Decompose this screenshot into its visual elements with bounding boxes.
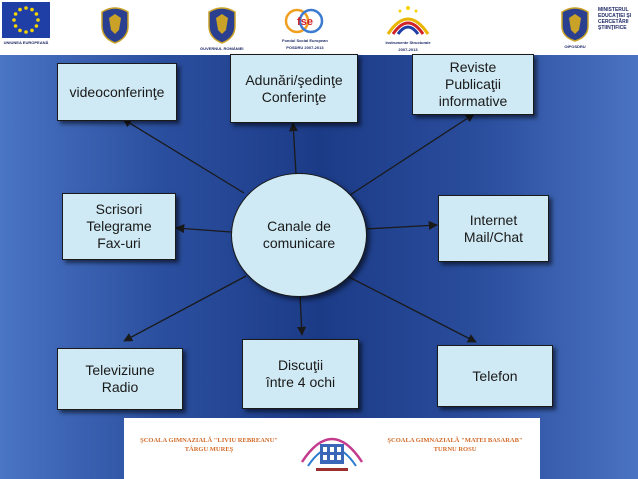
node-line: Publicaţii (444, 76, 502, 92)
fse-logo-text: fse (297, 16, 313, 28)
node-line: Conferinţe (261, 88, 327, 105)
ministry-line: CERCETĂRII (598, 19, 629, 25)
node-line: Discuţii (277, 357, 324, 373)
arrow-to-televiziune (123, 275, 247, 342)
node-line: Televiziune (85, 362, 155, 378)
school-right-name: ŞCOALA GIMNAZIALĂ "MATEI BASARAB" (387, 437, 523, 444)
coat-of-arms-icon (101, 7, 129, 44)
coat-of-arms-icon (207, 7, 236, 44)
node-videoconferinte: videoconferinţe (57, 63, 177, 121)
node-scrisori-telegrame: Scrisori Telegrame Fax-uri (62, 193, 176, 260)
eu-flag-icon (2, 2, 50, 38)
ministry-caption: MINISTERUL EDUCAŢIEI ŞI CERCETĂRII ŞTIIN… (598, 7, 631, 31)
school-right-city: TURNU ROSU (433, 446, 477, 453)
ministry-line: MINISTERUL (598, 7, 629, 13)
node-line: Reviste (449, 59, 497, 75)
arrow-to-internet (364, 220, 438, 230)
government-caption: GUVERNUL ROMÂNIEI (200, 46, 244, 51)
coat-of-arms-icon (561, 7, 589, 42)
node-line: Telegrame (86, 218, 152, 234)
node-adunari-conferinte: Adunări/şedinţe Conferinţe (230, 54, 358, 123)
node-line: Internet (469, 211, 518, 228)
school-partnership-emblem-icon (300, 437, 364, 471)
footer-school-banner: ŞCOALA GIMNAZIALĂ "LIVIU REBREANU" TÂRGU… (124, 418, 540, 479)
arrow-to-discutii (297, 294, 307, 336)
ministry-line: EDUCAŢIEI ŞI (598, 13, 632, 19)
node-televiziune-radio: Televiziune Radio (57, 348, 183, 410)
fse-caption-1: Fondul Social European (282, 38, 328, 43)
central-hub-communication-channels: Canale de comunicare (231, 173, 367, 297)
oiposdru-caption: OIPOSDRU (564, 44, 586, 49)
node-telefon: Telefon (437, 345, 553, 407)
hub-line: Canale de (267, 218, 331, 234)
fse-caption-2: POSDRU 2007-2013 (286, 45, 324, 50)
arrow-to-scrisori (175, 224, 232, 234)
node-internet-mail: Internet Mail/Chat (438, 195, 549, 262)
node-reviste-publicatii: Reviste Publicaţii informative (412, 54, 534, 115)
stars-arc-icon (386, 6, 430, 35)
arrow-to-adunari (288, 122, 299, 175)
is-caption-1: Instrumente Structurale (385, 40, 431, 45)
node-line: videoconferinţe (69, 83, 165, 100)
node-line: Radio (101, 379, 139, 395)
node-line: Fax-uri (97, 235, 141, 251)
node-line: Scrisori (95, 201, 143, 217)
eu-caption: UNIUNEA EUROPEANĂ (3, 40, 49, 45)
node-line: Mail/Chat (463, 228, 524, 245)
is-caption-2: 2007-2013 (398, 47, 418, 52)
eu-logo: UNIUNEA EUROPEANĂ (2, 2, 50, 45)
node-line: între 4 ochi (265, 374, 336, 390)
ministry-line: ŞTIINŢIFICE (598, 25, 627, 31)
arrow-to-reviste (349, 113, 475, 196)
ministry-crest: OIPOSDRU (558, 4, 592, 49)
node-discutii: Discuţii între 4 ochi (242, 339, 359, 409)
government-crest-1 (98, 4, 132, 44)
fse-swirl-icon: fse (284, 8, 324, 34)
school-left: ŞCOALA GIMNAZIALĂ "LIVIU REBREANU" TÂRGU… (124, 436, 294, 454)
arrow-to-telefon (344, 274, 477, 343)
node-line: informative (438, 93, 508, 109)
hub-line: comunicare (262, 235, 336, 251)
header-logos: UNIUNEA EUROPEANĂ GUVERNUL ROMÂNIEI fse … (0, 0, 638, 55)
node-line: Telefon (472, 367, 518, 384)
node-line: Adunări/şedinţe (245, 71, 343, 88)
fse-logo: fse Fondul Social European POSDRU 2007-2… (282, 6, 328, 50)
school-left-city: TÂRGU MUREŞ (184, 446, 234, 453)
school-left-name: ŞCOALA GIMNAZIALĂ "LIVIU REBREANU" (140, 437, 278, 444)
government-crest-2: GUVERNUL ROMÂNIEI (200, 4, 243, 51)
arrow-to-videoconferinte (122, 118, 245, 194)
structural-instruments-logo: Instrumente Structurale 2007-2013 (383, 4, 433, 52)
school-right: ŞCOALA GIMNAZIALĂ "MATEI BASARAB" TURNU … (370, 436, 540, 454)
